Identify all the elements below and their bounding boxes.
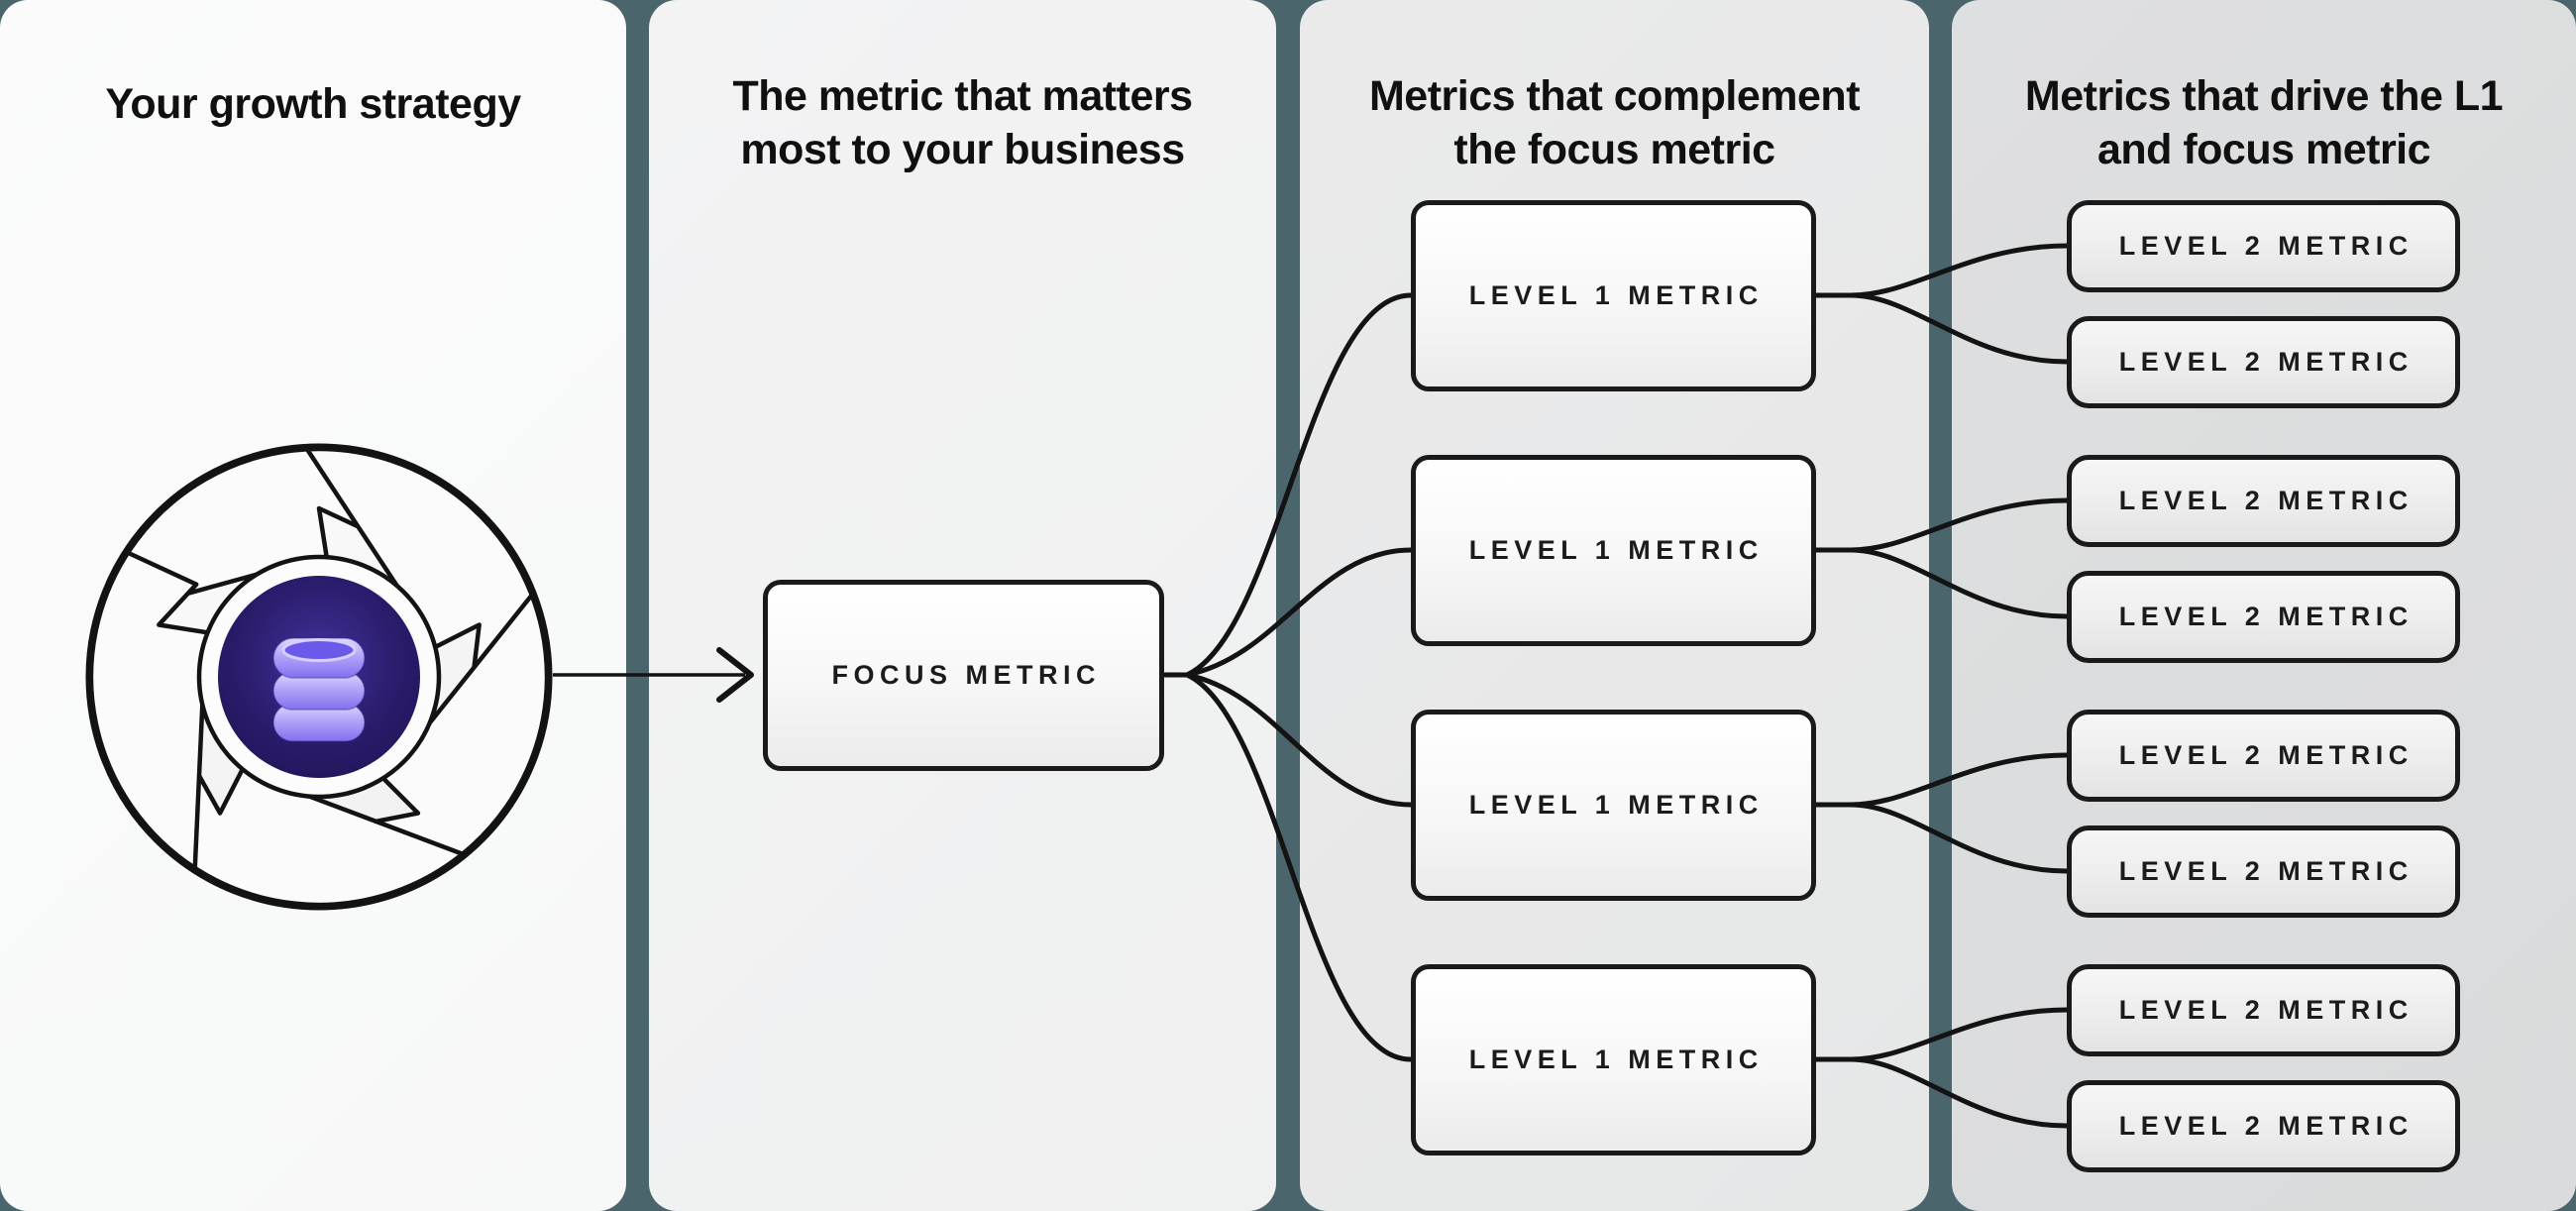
level1-metric-box: LEVEL 1 METRIC (1411, 710, 1816, 901)
flow-arrow (553, 647, 754, 703)
level2-metric-box: LEVEL 2 METRIC (2067, 826, 2460, 918)
level2-metric-box: LEVEL 2 METRIC (2067, 455, 2460, 547)
level1-metric-box: LEVEL 1 METRIC (1411, 200, 1816, 391)
panel-title: The metric that matters most to your bus… (649, 69, 1276, 176)
level2-metric-label: LEVEL 2 METRIC (2118, 347, 2414, 377)
level2-metric-label: LEVEL 2 METRIC (2118, 602, 2414, 631)
panel-title: Metrics that drive the L1 and focus metr… (1952, 69, 2576, 176)
level1-metric-label: LEVEL 1 METRIC (1468, 280, 1764, 310)
level1-metric-box: LEVEL 1 METRIC (1411, 455, 1816, 646)
level1-metric-label: LEVEL 1 METRIC (1468, 790, 1764, 820)
level2-metric-box: LEVEL 2 METRIC (2067, 200, 2460, 292)
level2-metric-box: LEVEL 2 METRIC (2067, 964, 2460, 1056)
level2-metric-box: LEVEL 2 METRIC (2067, 316, 2460, 408)
flywheel-icon (85, 443, 553, 911)
panel-title-line: The metric that matters (732, 72, 1193, 120)
level2-metric-box: LEVEL 2 METRIC (2067, 571, 2460, 663)
panel-title-line: Your growth strategy (105, 80, 521, 128)
panel-title-line: Metrics that complement (1368, 72, 1861, 120)
panel-title: Metrics that complement the focus metric (1300, 69, 1929, 176)
focus-metric-box: FOCUS METRIC (763, 580, 1164, 771)
panel-title-line: Metrics that drive the L1 (2024, 72, 2504, 120)
level2-metric-label: LEVEL 2 METRIC (2118, 486, 2414, 515)
level2-metric-label: LEVEL 2 METRIC (2118, 856, 2414, 886)
level2-metric-label: LEVEL 2 METRIC (2118, 995, 2414, 1025)
level1-metric-box: LEVEL 1 METRIC (1411, 964, 1816, 1156)
level2-metric-label: LEVEL 2 METRIC (2118, 1111, 2414, 1141)
level1-metric-label: LEVEL 1 METRIC (1468, 1045, 1764, 1074)
panel-title-line: the focus metric (1453, 126, 1775, 173)
focus-metric-label: FOCUS METRIC (831, 660, 1101, 690)
panel-title: Your growth strategy (0, 77, 626, 131)
level2-metric-box: LEVEL 2 METRIC (2067, 710, 2460, 802)
panel-focus-metric: The metric that matters most to your bus… (649, 0, 1276, 1211)
panel-title-line: and focus metric (2096, 126, 2431, 173)
focus-to-l1-connectors (1162, 292, 1414, 1062)
level2-metric-label: LEVEL 2 METRIC (2118, 740, 2414, 770)
level2-metric-label: LEVEL 2 METRIC (2118, 231, 2414, 261)
level2-metric-box: LEVEL 2 METRIC (2067, 1080, 2460, 1172)
database-icon (272, 637, 366, 742)
level1-metric-label: LEVEL 1 METRIC (1468, 535, 1764, 565)
l1-to-l2-connectors (1813, 243, 2070, 1129)
panel-title-line: most to your business (740, 126, 1185, 173)
